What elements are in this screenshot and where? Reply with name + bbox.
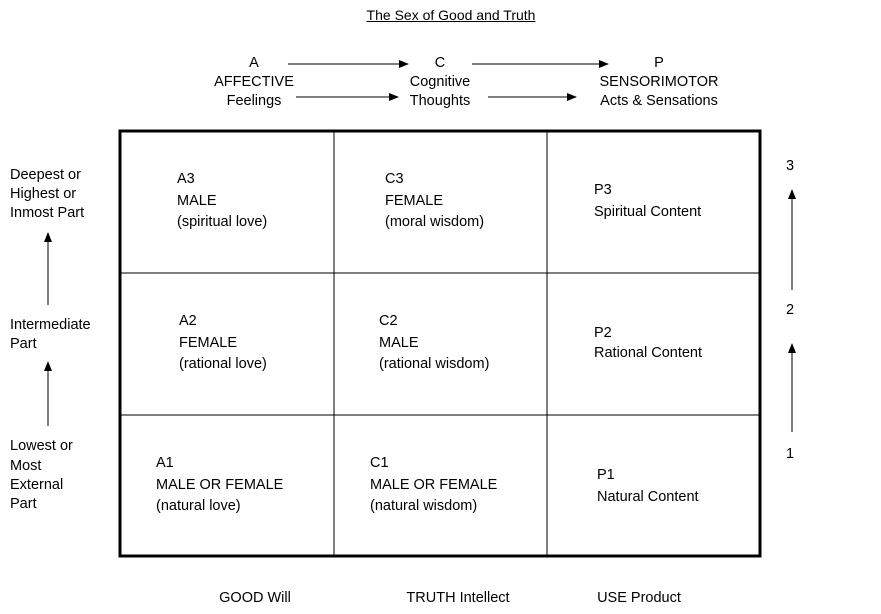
level-label-line: Most [10, 458, 42, 474]
cell-c3: C3 FEMALE (moral wisdom) [385, 172, 484, 230]
cell-id: C1 [370, 455, 389, 471]
cell-sex: FEMALE [385, 192, 444, 209]
header-name: SENSORIMOTOR [599, 74, 719, 90]
cell-content: Natural Content [597, 488, 699, 505]
level-label-line: Part [10, 336, 37, 352]
level-label-line: External [10, 477, 64, 493]
cell-a2: A2 FEMALE (rational love) [179, 314, 267, 372]
cell-id: A1 [156, 455, 174, 471]
cell-c1: C1 MALE OR FEMALE (natural wisdom) [370, 456, 497, 514]
header-letter: P [654, 55, 664, 71]
header-desc: Thoughts [409, 93, 471, 109]
cell-sex: MALE [379, 334, 419, 351]
cell-c2: C2 MALE (rational wisdom) [379, 314, 489, 372]
level-label-line: Highest or [10, 186, 77, 202]
level-number-1: 1 [785, 446, 795, 462]
cell-p2: P2 Rational Content [594, 326, 702, 360]
cell-desc: (moral wisdom) [385, 214, 485, 230]
cell-a1: A1 MALE OR FEMALE (natural love) [156, 456, 283, 514]
level-number-3: 3 [785, 158, 795, 174]
cell-desc: (natural love) [156, 498, 241, 514]
diagram-title: The Sex of Good and Truth [366, 7, 536, 23]
cell-a3: A3 MALE (spiritual love) [177, 172, 267, 230]
header-desc: Acts & Sensations [600, 93, 718, 109]
level-label-line: Part [10, 496, 37, 512]
cell-id: C2 [379, 313, 398, 329]
grid-border [118, 129, 762, 558]
level-label-line: Inmost Part [10, 205, 85, 221]
header-desc: Feelings [226, 93, 282, 109]
cell-id: C3 [385, 171, 404, 187]
cell-p3: P3 Spiritual Content [594, 183, 701, 219]
header-letter: A [249, 55, 259, 71]
level-number-2: 2 [785, 302, 795, 318]
cell-sex: MALE OR FEMALE [370, 476, 498, 493]
cell-desc: (spiritual love) [177, 214, 268, 230]
cell-id: P3 [594, 182, 612, 198]
cell-id: P2 [594, 325, 612, 341]
cell-desc: (rational love) [179, 356, 267, 372]
level-label-line: Deepest or [10, 167, 81, 183]
cell-desc: (natural wisdom) [370, 498, 478, 514]
cell-sex: MALE OR FEMALE [156, 476, 284, 493]
cell-id: P1 [597, 467, 615, 483]
level-label-line: Lowest or [10, 438, 73, 454]
cell-desc: (rational wisdom) [379, 356, 490, 372]
header-name: Cognitive [409, 74, 471, 90]
cell-sex: FEMALE [179, 334, 238, 351]
footer-truth-intellect: TRUTH Intellect [406, 590, 510, 606]
footer-good-will: GOOD Will [219, 590, 291, 606]
header-letter: C [434, 55, 446, 71]
cell-p1: P1 Natural Content [597, 468, 699, 504]
level-label-line: Intermediate [10, 317, 91, 333]
cell-sex: MALE [177, 192, 217, 209]
cell-id: A3 [177, 171, 195, 187]
footer-use-product: USE Product [597, 590, 681, 606]
cell-content: Rational Content [594, 344, 703, 361]
cell-id: A2 [179, 313, 197, 329]
cell-content: Spiritual Content [594, 203, 702, 220]
header-name: AFFECTIVE [214, 74, 294, 90]
